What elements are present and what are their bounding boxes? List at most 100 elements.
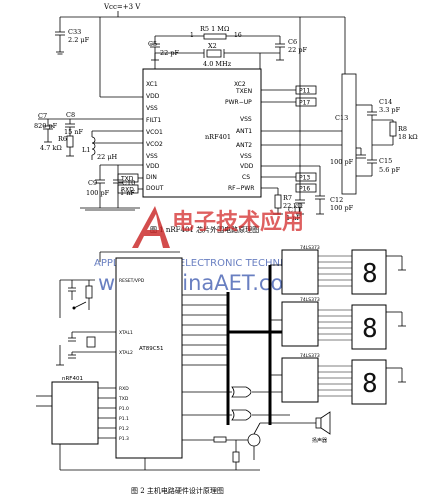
mcu-chip: [115, 257, 183, 459]
r6-label: R6: [58, 135, 67, 143]
c15-value: 5.6 pF: [379, 166, 401, 174]
bias-resistor: [232, 451, 240, 463]
port-p11: [295, 85, 317, 95]
pin-right-5: ANT2: [236, 142, 252, 149]
driver-resistor: [213, 436, 227, 443]
c12-label: C12: [330, 196, 343, 204]
r8-value: 18 kΩ: [398, 133, 418, 141]
crystal-x2: [206, 49, 222, 58]
latch-3-label: 74LS373: [300, 353, 320, 359]
c5-value: 22 pF: [160, 49, 179, 57]
mcu-pin-txd: TXD: [118, 396, 129, 402]
figure-2-host-circuit: AT89C51 RESET/VPD XTAL1 XTAL2 RXD TXD P1…: [36, 245, 406, 495]
c33-value: 2.2 μF: [68, 36, 90, 44]
c11-label: C11: [288, 206, 301, 214]
l1-value: 22 μH: [97, 153, 118, 161]
latch-1: [281, 249, 319, 295]
c14-label: C14: [379, 98, 392, 106]
l1-label: L1: [82, 146, 90, 154]
mcu-pin-p12: P1.2: [119, 426, 129, 432]
c8-value: 15 nF: [64, 128, 84, 136]
l1-inductor: [91, 136, 96, 156]
pin16-label: 16: [234, 32, 242, 39]
vcc-label: Vcc=+3 V: [103, 3, 141, 11]
port-p13: [295, 172, 317, 182]
watermark-brand-en: APPLICATION OF ELECTRONIC TECHNIQUE: [94, 258, 304, 269]
pin-left-7: VDD: [146, 163, 160, 170]
latch-2-label: 74LS373: [300, 297, 320, 303]
c10-label: C10: [122, 179, 135, 187]
port-p17-label: P17: [299, 100, 310, 107]
seven-seg-1: [351, 249, 387, 295]
seven-seg-2-digit: 8: [362, 314, 378, 344]
or-gate-2: [231, 409, 252, 421]
reset-resistor: [85, 285, 93, 299]
watermark-brand-cn: 电子技术应用: [172, 209, 304, 235]
c9-label: C9: [88, 179, 97, 187]
pin-right-3: VSS: [240, 116, 252, 123]
driver-transistor-icon: [247, 433, 261, 447]
c15-label: C15: [379, 157, 392, 165]
r8-label: R8: [398, 125, 407, 133]
port-p17: [295, 97, 317, 107]
pin-left-0: XC1: [146, 81, 158, 88]
c7-value: 820 pF: [34, 122, 58, 130]
c14-value: 3.3 pF: [379, 106, 401, 114]
rf-module-name: nRF401: [62, 376, 83, 382]
pin-left-6: VSS: [146, 153, 158, 160]
c9-value: 100 pF: [86, 189, 110, 197]
r6-resistor: [66, 135, 74, 148]
rf-module: [51, 381, 99, 445]
mcu-pin-p13: P1.3: [119, 436, 129, 442]
c12-value: 100 pF: [330, 204, 354, 212]
pin-right-2: PWR−UP: [225, 99, 252, 106]
figure-1-nrf401-peripheral: Vcc=+3 V C33 2.2 μF R5 1 MΩ 1 16 X2 4.0 …: [34, 3, 418, 234]
port-p16-label: P16: [299, 186, 310, 193]
figure-2-caption: 图 2 主机电路硬件设计原理图: [131, 486, 224, 495]
c33-label: C33: [68, 28, 81, 36]
pin-right-7: VDD: [240, 163, 254, 170]
nrf401-chip: [142, 68, 262, 198]
pin-left-5: VCO2: [146, 141, 163, 148]
pin-left-3: FILT1: [146, 117, 161, 124]
c10-value: 1 nF: [120, 189, 135, 197]
watermark-logo-icon: [132, 206, 170, 248]
or-gate-1: [231, 386, 252, 398]
xtal-label: X2: [208, 42, 217, 50]
latch-2: [281, 301, 319, 347]
r7-label: R7: [283, 194, 292, 202]
speaker-body: [315, 417, 322, 429]
r8-resistor: [389, 121, 397, 137]
pin-left-2: VSS: [146, 105, 158, 112]
pin-right-9: RF−PWR: [228, 185, 254, 192]
speaker-icon: [320, 411, 331, 435]
c8-label: C8: [66, 111, 75, 119]
speaker-label: 扬声器: [312, 437, 327, 444]
mcu-pin-xtal1: XTAL1: [119, 330, 133, 336]
r7-resistor: [274, 194, 282, 209]
pin-right-1: TXEN: [235, 88, 252, 95]
pin-right-8: CS: [242, 174, 250, 181]
pin-right-4: ANT1: [236, 128, 252, 135]
seven-seg-1-digit: 8: [362, 259, 378, 289]
mcu-pin-p11: P1.1: [119, 416, 129, 422]
mcu-pin-p10: P1.0: [119, 406, 129, 412]
chip-name: nRF401: [205, 133, 231, 141]
latch-3: [281, 357, 319, 403]
r7-value: 22 kΩ: [283, 202, 303, 210]
r5-resistor: [203, 33, 227, 40]
seven-seg-2: [351, 304, 387, 350]
port-p13-label: P13: [299, 175, 310, 182]
c5-label: C5: [148, 40, 157, 48]
c13-value: 100 pF: [330, 158, 354, 166]
crystal-icon: [86, 336, 96, 348]
mcu-pin-rxd: RXD: [119, 386, 129, 392]
c7-label: C7: [38, 112, 47, 120]
pin-left-1: VDD: [146, 93, 160, 100]
pin-left-9: DOUT: [146, 185, 164, 192]
pin-left-4: VCO1: [146, 129, 163, 136]
c6-label: C6: [288, 38, 297, 46]
r5-label: R5 1 MΩ: [200, 25, 229, 33]
rxd-label: RXD: [121, 187, 134, 194]
